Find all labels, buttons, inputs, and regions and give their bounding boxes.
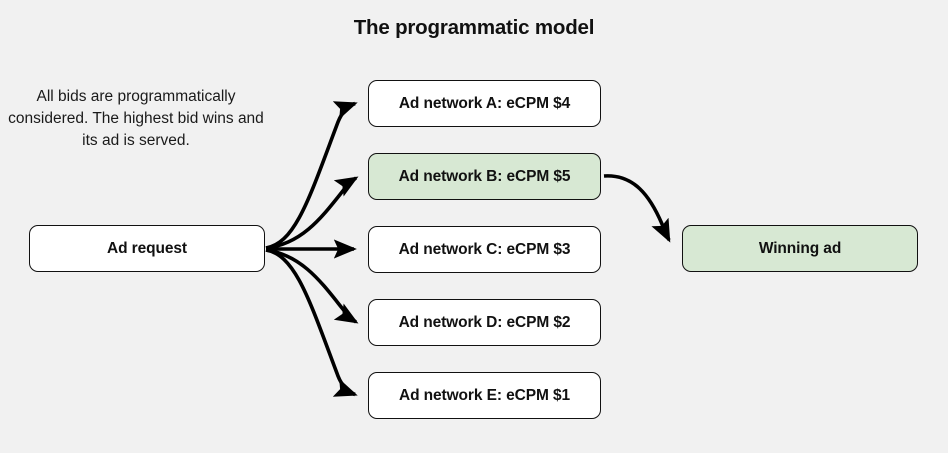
caption-text: All bids are programmatically considered… xyxy=(8,88,264,149)
node-ad-network-d-label: Ad network D: eCPM $2 xyxy=(398,313,571,331)
node-ad-network-d[interactable]: Ad network D: eCPM $2 xyxy=(368,299,601,346)
node-winning-ad[interactable]: Winning ad xyxy=(682,225,918,272)
edge-request-to-network-a xyxy=(265,101,358,250)
edge-request-to-network-d xyxy=(265,248,359,324)
node-ad-network-e[interactable]: Ad network E: eCPM $1 xyxy=(368,372,601,419)
node-ad-request[interactable]: Ad request xyxy=(29,225,265,272)
node-ad-network-a-label: Ad network A: eCPM $4 xyxy=(398,94,571,112)
node-ad-network-c-label: Ad network C: eCPM $3 xyxy=(398,240,571,258)
node-ad-network-e-label: Ad network E: eCPM $1 xyxy=(398,386,571,404)
node-ad-request-label: Ad request xyxy=(107,239,187,257)
node-winning-ad-label: Winning ad xyxy=(758,239,842,257)
edge-request-to-network-e xyxy=(265,248,358,397)
node-ad-network-b[interactable]: Ad network B: eCPM $5 xyxy=(368,153,601,200)
node-ad-network-c[interactable]: Ad network C: eCPM $3 xyxy=(368,226,601,273)
edge-network-b-to-winner xyxy=(603,174,671,243)
node-ad-network-b-label: Ad network B: eCPM $5 xyxy=(398,167,571,185)
page-title: The programmatic model xyxy=(353,16,595,39)
edge-request-to-network-b xyxy=(265,176,359,250)
node-ad-network-a[interactable]: Ad network A: eCPM $4 xyxy=(368,80,601,127)
